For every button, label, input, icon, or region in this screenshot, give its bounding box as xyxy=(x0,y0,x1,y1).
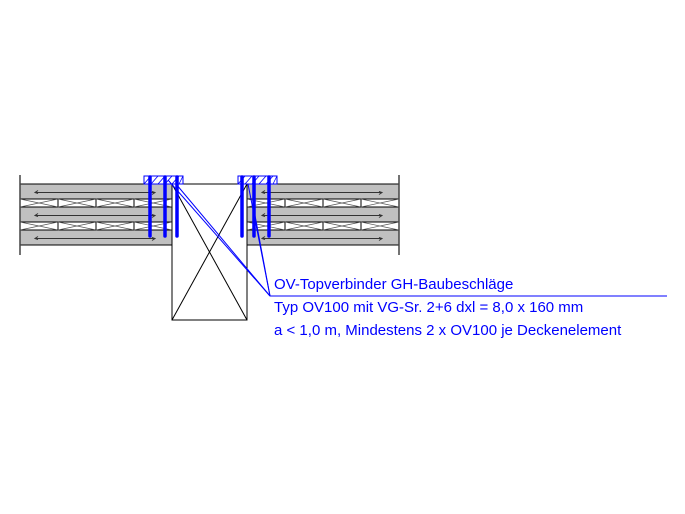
cross-hatch xyxy=(95,198,135,208)
plate-hatch xyxy=(178,175,184,185)
arrow-head xyxy=(33,236,39,240)
arrow-head xyxy=(378,191,384,195)
arrow-head xyxy=(151,237,157,241)
plate-hatch xyxy=(258,175,267,185)
cross-hatch xyxy=(95,221,135,231)
cross-hatch xyxy=(57,221,97,231)
cross-hatch xyxy=(57,198,97,208)
left-topverbinder xyxy=(143,175,184,238)
support-post xyxy=(171,183,248,321)
cross-hatch xyxy=(360,221,400,231)
arrow-head xyxy=(151,191,157,195)
plate-hatch xyxy=(272,175,278,185)
cross-hatch xyxy=(284,221,324,231)
arrow-head xyxy=(151,214,157,218)
plate-hatch xyxy=(244,175,253,185)
annotation-type: Typ OV100 mit VG-Sr. 2+6 dxl = 8,0 x 160… xyxy=(274,299,584,316)
cross-hatch xyxy=(19,198,59,208)
plate-hatch xyxy=(150,175,159,185)
cross-hatch xyxy=(19,221,59,231)
annotation-spacing: a < 1,0 m, Mindestens 2 x OV100 je Decke… xyxy=(274,322,622,339)
arrow-head xyxy=(378,214,384,218)
leader-lines xyxy=(167,179,667,297)
right-floor-panel xyxy=(246,183,400,246)
arrow-head xyxy=(378,237,384,241)
arrow-head xyxy=(33,190,39,194)
cross-hatch xyxy=(360,198,400,208)
cross-hatch xyxy=(322,221,362,231)
cross-hatch xyxy=(284,198,324,208)
right-topverbinder xyxy=(237,175,278,238)
connector-plate xyxy=(237,175,278,185)
arrow-head xyxy=(260,236,266,240)
cross-hatch xyxy=(322,198,362,208)
arrow-head xyxy=(260,213,266,217)
arrow-head xyxy=(260,190,266,194)
annotation-title: OV-Topverbinder GH-Baubeschläge xyxy=(274,276,514,293)
arrow-head xyxy=(33,213,39,217)
